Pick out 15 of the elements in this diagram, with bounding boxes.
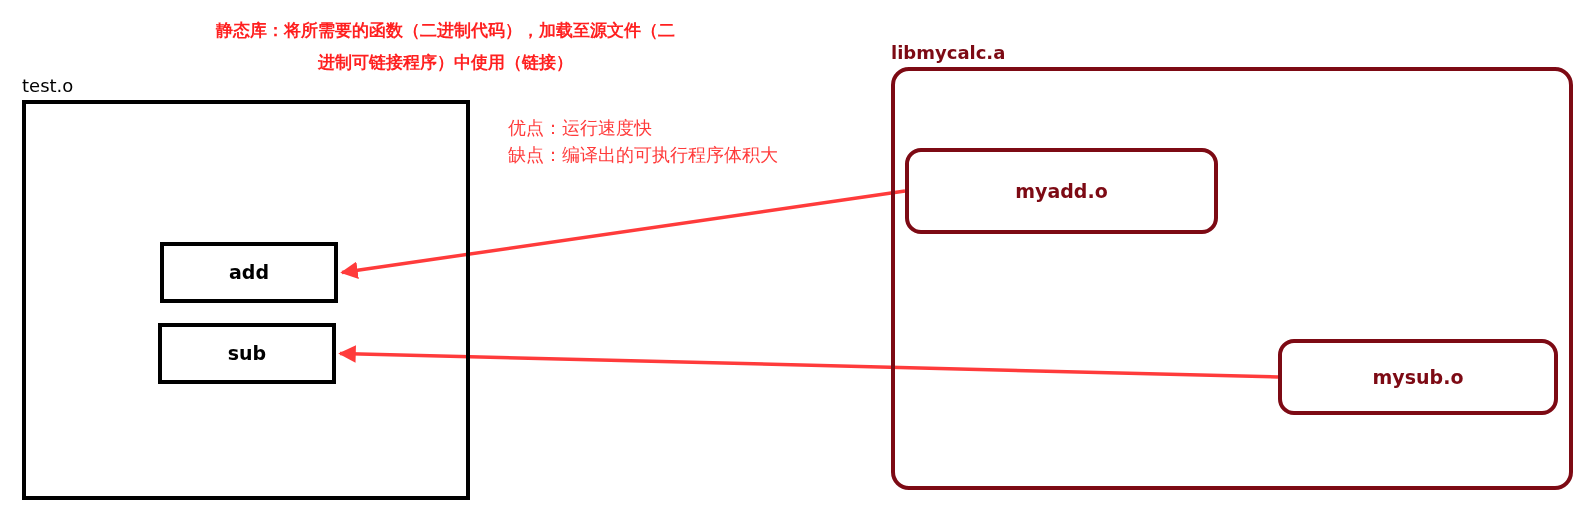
- note-line: 缺点：编译出的可执行程序体积大: [508, 143, 778, 167]
- container-title: test.o: [22, 74, 74, 98]
- module-box: [1278, 339, 1558, 415]
- module-box: [158, 323, 336, 384]
- module-name: myadd.o: [1015, 178, 1108, 204]
- note-text: 静态库：将所需要的函数（二进制代码），加载至源文件（二进制可链接程序）中使用（链接）: [215, 19, 675, 74]
- module-box: [905, 148, 1218, 234]
- note-line: 优点：运行速度快: [508, 116, 652, 140]
- module-box: [160, 242, 338, 303]
- module-name: sub: [227, 341, 267, 367]
- module-name: add: [229, 260, 269, 286]
- arrow: [338, 345, 1279, 379]
- arrow: [340, 189, 906, 279]
- module-name: mysub.o: [1372, 364, 1464, 390]
- container-title: libmycalc.a: [891, 41, 1006, 65]
